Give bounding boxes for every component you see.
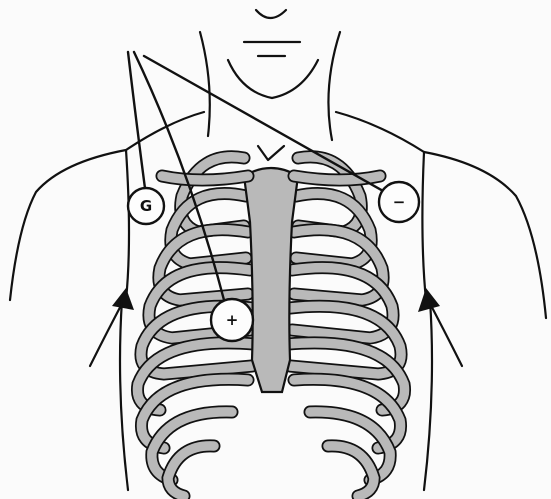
chin-outline [256, 10, 286, 18]
neck-right-outline [328, 32, 340, 140]
left-torso-outline [126, 150, 129, 300]
neck-left-outline [200, 32, 210, 136]
left-arrow [90, 288, 134, 490]
electrode-negative: − [379, 182, 419, 222]
up-arrow-icon [112, 288, 134, 310]
right-torso-outline [422, 152, 426, 300]
electrode-ground: G [128, 188, 164, 224]
neck-base-outline [228, 60, 318, 98]
electrode-positive: + [211, 299, 253, 341]
sternum [244, 168, 298, 392]
electrode-positive-label: + [226, 311, 239, 329]
electrode-negative-label: − [393, 193, 406, 211]
right-arrow [418, 288, 462, 490]
electrode-ground-label: G [140, 197, 152, 215]
jugular-notch [258, 146, 284, 160]
